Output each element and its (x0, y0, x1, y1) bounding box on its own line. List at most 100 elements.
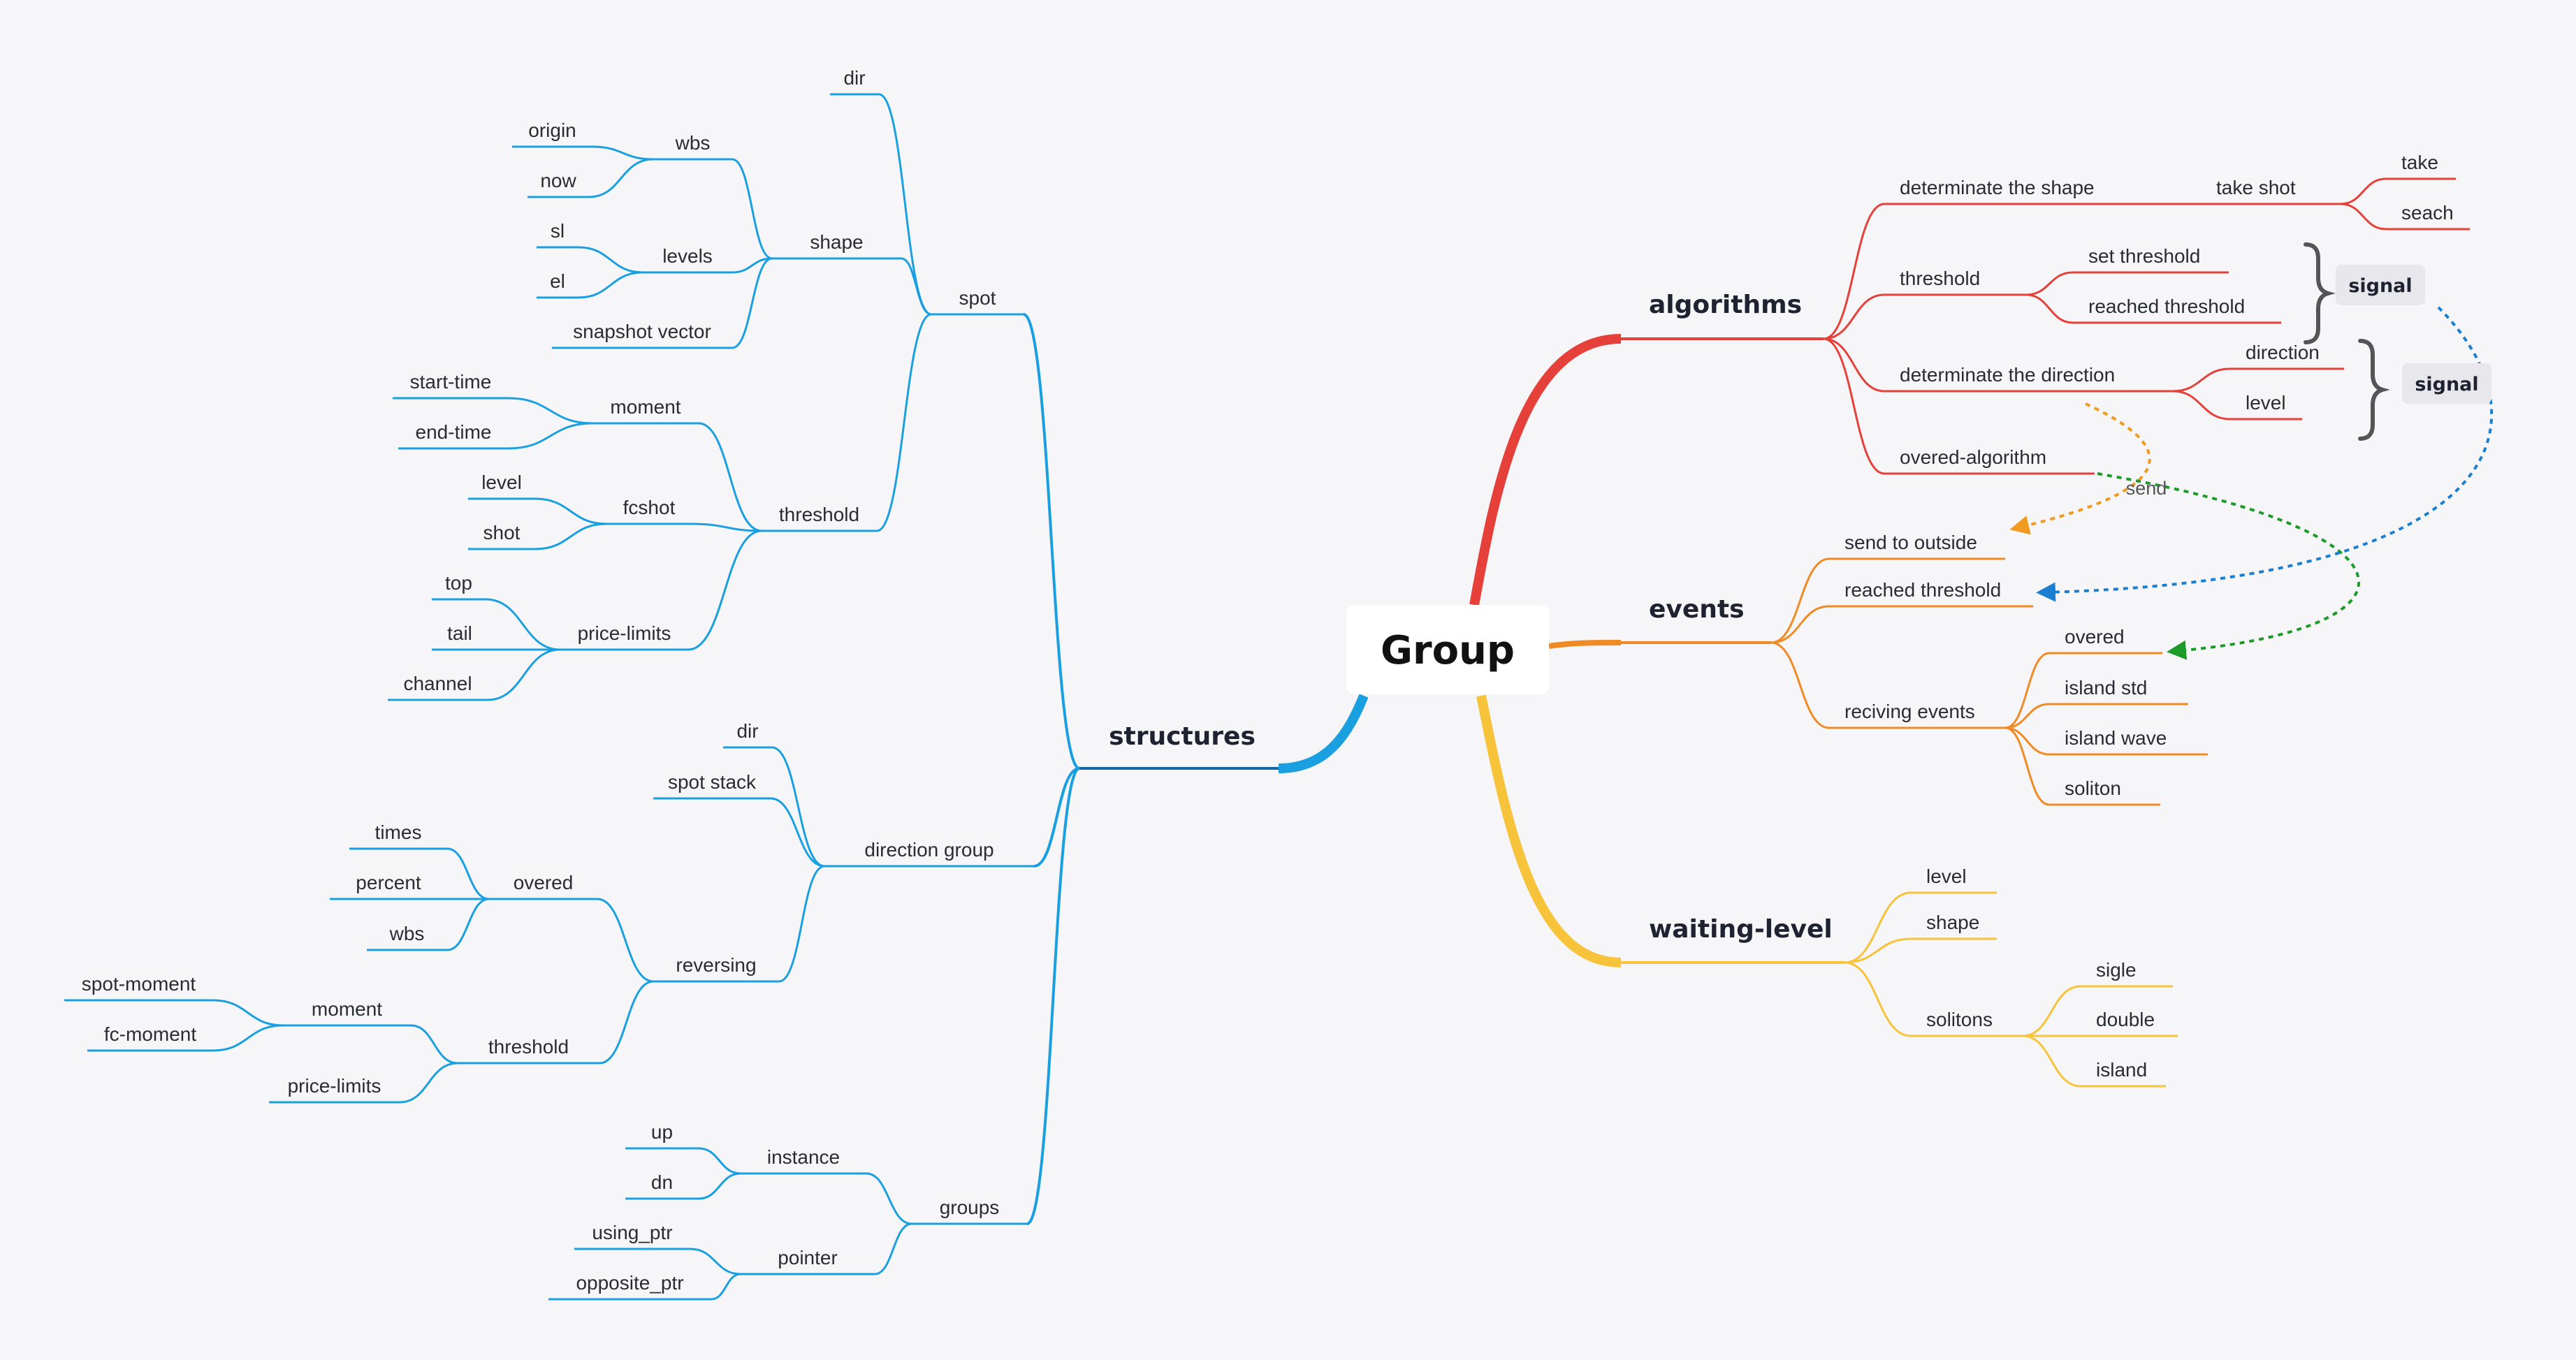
topic-instance[interactable]: instance (767, 1146, 840, 1168)
topic-el[interactable]: el (550, 270, 565, 292)
topic-channel[interactable]: channel (403, 673, 472, 694)
connector-curve (698, 422, 762, 532)
connector-curve (2025, 271, 2074, 296)
branch-waiting-level[interactable]: waiting-level (1649, 915, 1833, 944)
topic-spot-moment[interactable]: spot-moment (82, 973, 196, 995)
topic-end-time[interactable]: end-time (416, 421, 492, 443)
topic-events-reached-threshold[interactable]: reached threshold (1844, 579, 2001, 601)
topic-take-shot[interactable]: take shot (2216, 177, 2296, 198)
topic-soliton[interactable]: soliton (2065, 777, 2121, 799)
connector-curve (212, 999, 284, 1027)
connector-curve (878, 93, 932, 316)
topic-fc-moment[interactable]: fc-moment (104, 1023, 196, 1045)
topic-levels[interactable]: levels (662, 245, 713, 267)
topic-wait-shape[interactable]: shape (1926, 912, 1979, 933)
topic-determinate-shape[interactable]: determinate the shape (1900, 177, 2095, 198)
topic-reciving-events[interactable]: reciving events (1844, 701, 1975, 722)
topic-threshold-2[interactable]: threshold (488, 1036, 569, 1058)
topic-alg-reached-threshold[interactable]: reached threshold (2088, 295, 2245, 317)
connector-curve (1770, 605, 1830, 644)
signal-box-direction[interactable]: signal (2358, 339, 2491, 441)
topic-fcshot[interactable]: fcshot (623, 497, 676, 518)
topic-island-wave[interactable]: island wave (2065, 727, 2167, 749)
branch-algorithms[interactable]: algorithms (1649, 291, 1802, 319)
topic-alg-threshold[interactable]: threshold (1900, 268, 1980, 289)
topic-moment-2[interactable]: moment (312, 998, 382, 1020)
topic-overed[interactable]: overed (514, 872, 574, 893)
connector-curve (1844, 961, 1912, 1037)
topic-send-to-outside[interactable]: send to outside (1844, 532, 1977, 553)
topic-moment[interactable]: moment (610, 396, 681, 418)
topic-wbs-2[interactable]: wbs (389, 923, 425, 944)
topic-using-ptr[interactable]: using_ptr (592, 1222, 672, 1243)
topic-pointer[interactable]: pointer (778, 1247, 838, 1268)
topic-overed-algorithm[interactable]: overed-algorithm (1900, 446, 2046, 468)
connector-curve (874, 1222, 912, 1275)
topic-island[interactable]: island (2096, 1059, 2147, 1081)
connector-curve (1033, 767, 1080, 868)
connector-curve (2004, 652, 2050, 729)
connector-curve (1823, 337, 1885, 393)
topic-ev-overed[interactable]: overed (2065, 626, 2125, 648)
topic-threshold[interactable]: threshold (779, 504, 859, 525)
connector-curve (485, 598, 561, 651)
topic-groups[interactable]: groups (940, 1197, 1000, 1218)
topic-shape[interactable]: shape (810, 231, 863, 253)
connector-curve (399, 1062, 458, 1104)
topic-now[interactable]: now (540, 170, 576, 191)
topic-times[interactable]: times (375, 821, 422, 843)
relationship-links (2009, 306, 2494, 660)
topic-tail[interactable]: tail (447, 622, 472, 644)
topic-price-limits-2[interactable]: price-limits (288, 1075, 381, 1097)
signal-label: signal (2348, 275, 2412, 297)
connector-curve (1844, 937, 1912, 964)
topic-dn[interactable]: dn (651, 1171, 673, 1193)
topic-double[interactable]: double (2096, 1009, 2155, 1030)
topic-set-threshold[interactable]: set threshold (2088, 245, 2200, 267)
connector-curve (690, 1248, 741, 1275)
topic-level[interactable]: level (481, 471, 522, 493)
topic-start-time[interactable]: start-time (410, 371, 492, 393)
link-overed[interactable] (2097, 472, 2361, 660)
topic-wait-level[interactable]: level (1926, 865, 1967, 887)
topic-dg-dir[interactable]: dir (736, 720, 758, 742)
topic-spot[interactable]: spot (959, 287, 996, 309)
connector-curve (2340, 177, 2387, 205)
signal-box-threshold[interactable]: signal (2304, 242, 2425, 344)
connector-curve (1023, 313, 1080, 770)
branch-events[interactable]: events (1649, 595, 1745, 624)
topic-direction-group[interactable]: direction group (864, 839, 994, 861)
topic-percent[interactable]: percent (356, 872, 421, 893)
topic-sl[interactable]: sl (551, 220, 565, 242)
topic-opposite-ptr[interactable]: opposite_ptr (576, 1272, 683, 1294)
branch-structures[interactable]: structures (1109, 722, 1256, 751)
topic-island-std[interactable]: island std (2065, 677, 2147, 699)
topic-solitons[interactable]: solitons (1926, 1009, 1993, 1030)
connector-curve (2172, 367, 2231, 393)
topic-spot-stack[interactable]: spot stack (668, 771, 757, 793)
topic-up[interactable]: up (651, 1121, 673, 1143)
topic-determinate-direction[interactable]: determinate the direction (1900, 364, 2115, 386)
topic-shot[interactable]: shot (483, 522, 521, 543)
topic-spot-dir[interactable]: dir (843, 67, 865, 89)
topic-take[interactable]: take (2401, 152, 2438, 173)
topic-snapshot-vector[interactable]: snapshot vector (573, 321, 711, 342)
connector-curve (732, 257, 773, 349)
connector-curve (687, 529, 762, 651)
topic-price-limits[interactable]: price-limits (578, 622, 671, 644)
topic-reversing[interactable]: reversing (676, 954, 756, 976)
topic-wbs[interactable]: wbs (675, 132, 711, 154)
brace-icon (2358, 339, 2390, 441)
topic-sigle[interactable]: sigle (2096, 959, 2137, 981)
central-topic[interactable]: Group (1346, 605, 1549, 694)
topic-seach[interactable]: seach (2401, 202, 2454, 224)
central-topic-label: Group (1381, 628, 1515, 673)
topic-alg-level[interactable]: level (2246, 392, 2286, 414)
connector-curve (578, 246, 643, 274)
topic-origin[interactable]: origin (528, 119, 576, 141)
topic-top[interactable]: top (445, 572, 472, 594)
main-branch-algorithms (1469, 334, 1622, 606)
topic-direction[interactable]: direction (2246, 342, 2320, 363)
connector-curve (592, 145, 654, 161)
